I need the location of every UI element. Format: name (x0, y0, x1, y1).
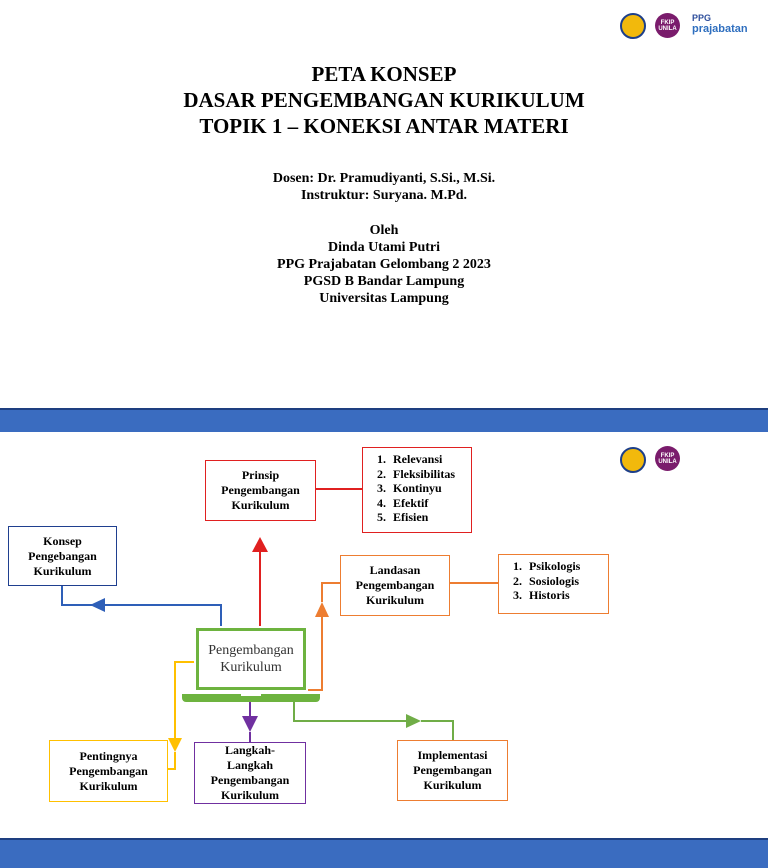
list-prinsip: Relevansi Fleksibilitas Kontinyu Efektif… (362, 447, 472, 533)
node-pentingnya: Pentingnya Pengembangan Kurikulum (49, 740, 168, 802)
arrow-landasan (315, 602, 329, 617)
author-block: Oleh Dinda Utami Putri PPG Prajabatan Ge… (0, 222, 768, 307)
connector-landasan (308, 616, 323, 691)
lecturer-block: Dosen: Dr. Pramudiyanti, S.Si., M.Si. In… (0, 170, 768, 204)
ppg-logo-line1: PPG (692, 13, 712, 23)
laptop-icon-notch (241, 694, 261, 696)
laptop-icon-base (182, 694, 320, 702)
title-line-3: TOPIK 1 – KONEKSI ANTAR MATERI (199, 114, 569, 138)
author-name: Dinda Utami Putri (328, 240, 440, 255)
arrow-konsep (90, 598, 105, 612)
ppg-logo-line2: prajabatan (692, 23, 748, 35)
connector-landasan-2 (321, 582, 340, 602)
central-node-pengembangan-kurikulum: Pengembangan Kurikulum (196, 628, 306, 690)
unila-logo (620, 13, 646, 39)
node-implementasi: Implementasi Pengembangan Kurikulum (397, 740, 508, 801)
prinsip-item: Kontinyu (389, 481, 465, 496)
bottom-band (0, 838, 768, 868)
node-konsep: Konsep Pengebangan Kurikulum (8, 526, 117, 586)
arrow-pentingnya (168, 738, 182, 752)
fkip-unila-logo-2: FKIP UNILA (655, 446, 680, 471)
landasan-item: Sosiologis (525, 574, 602, 589)
landasan-item: Psikologis (525, 559, 602, 574)
page-title: PETA KONSEP DASAR PENGEMBANGAN KURIKULUM… (0, 61, 768, 139)
landasan-item: Historis (525, 588, 602, 603)
title-line-2: DASAR PENGEMBANGAN KURIKULUM (183, 88, 585, 112)
title-line-1: PETA KONSEP (311, 62, 457, 86)
arrow-langkah (242, 716, 258, 732)
fkip-unila-logo: FKIP UNILA (655, 13, 680, 38)
node-langkah: Langkah- Langkah Pengembangan Kurikulum (194, 742, 306, 804)
list-landasan: Psikologis Sosiologis Historis (498, 554, 609, 614)
prinsip-item: Relevansi (389, 452, 465, 467)
node-prinsip: Prinsip Pengembangan Kurikulum (205, 460, 316, 521)
instruktur-text: Instruktur: Suryana. M.Pd. (300, 188, 468, 203)
connector-implementasi-2 (421, 720, 454, 740)
university-text: Universitas Lampung (319, 291, 449, 306)
arrow-implementasi (406, 714, 421, 728)
class-text: PGSD B Bandar Lampung (303, 274, 465, 289)
node-landasan: Landasan Pengembangan Kurikulum (340, 555, 450, 616)
connector-pentingnya-2 (168, 752, 176, 770)
connector-konsep-2 (61, 586, 92, 606)
top-band (0, 408, 768, 432)
oleh-text: Oleh (369, 223, 399, 238)
ppg-prajabatan-logo: PPG prajabatan (692, 13, 748, 35)
connector-konsep (103, 604, 222, 626)
prinsip-item: Efektif (389, 496, 465, 511)
dosen-text: Dosen: Dr. Pramudiyanti, S.Si., M.Si. (272, 171, 496, 186)
arrow-prinsip (252, 537, 268, 552)
prinsip-item: Fleksibilitas (389, 467, 465, 482)
connector-pentingnya (174, 661, 194, 738)
prinsip-item: Efisien (389, 510, 465, 525)
connector-implementasi (293, 702, 406, 722)
program-text: PPG Prajabatan Gelombang 2 2023 (277, 257, 491, 272)
unila-logo-2 (620, 447, 646, 473)
